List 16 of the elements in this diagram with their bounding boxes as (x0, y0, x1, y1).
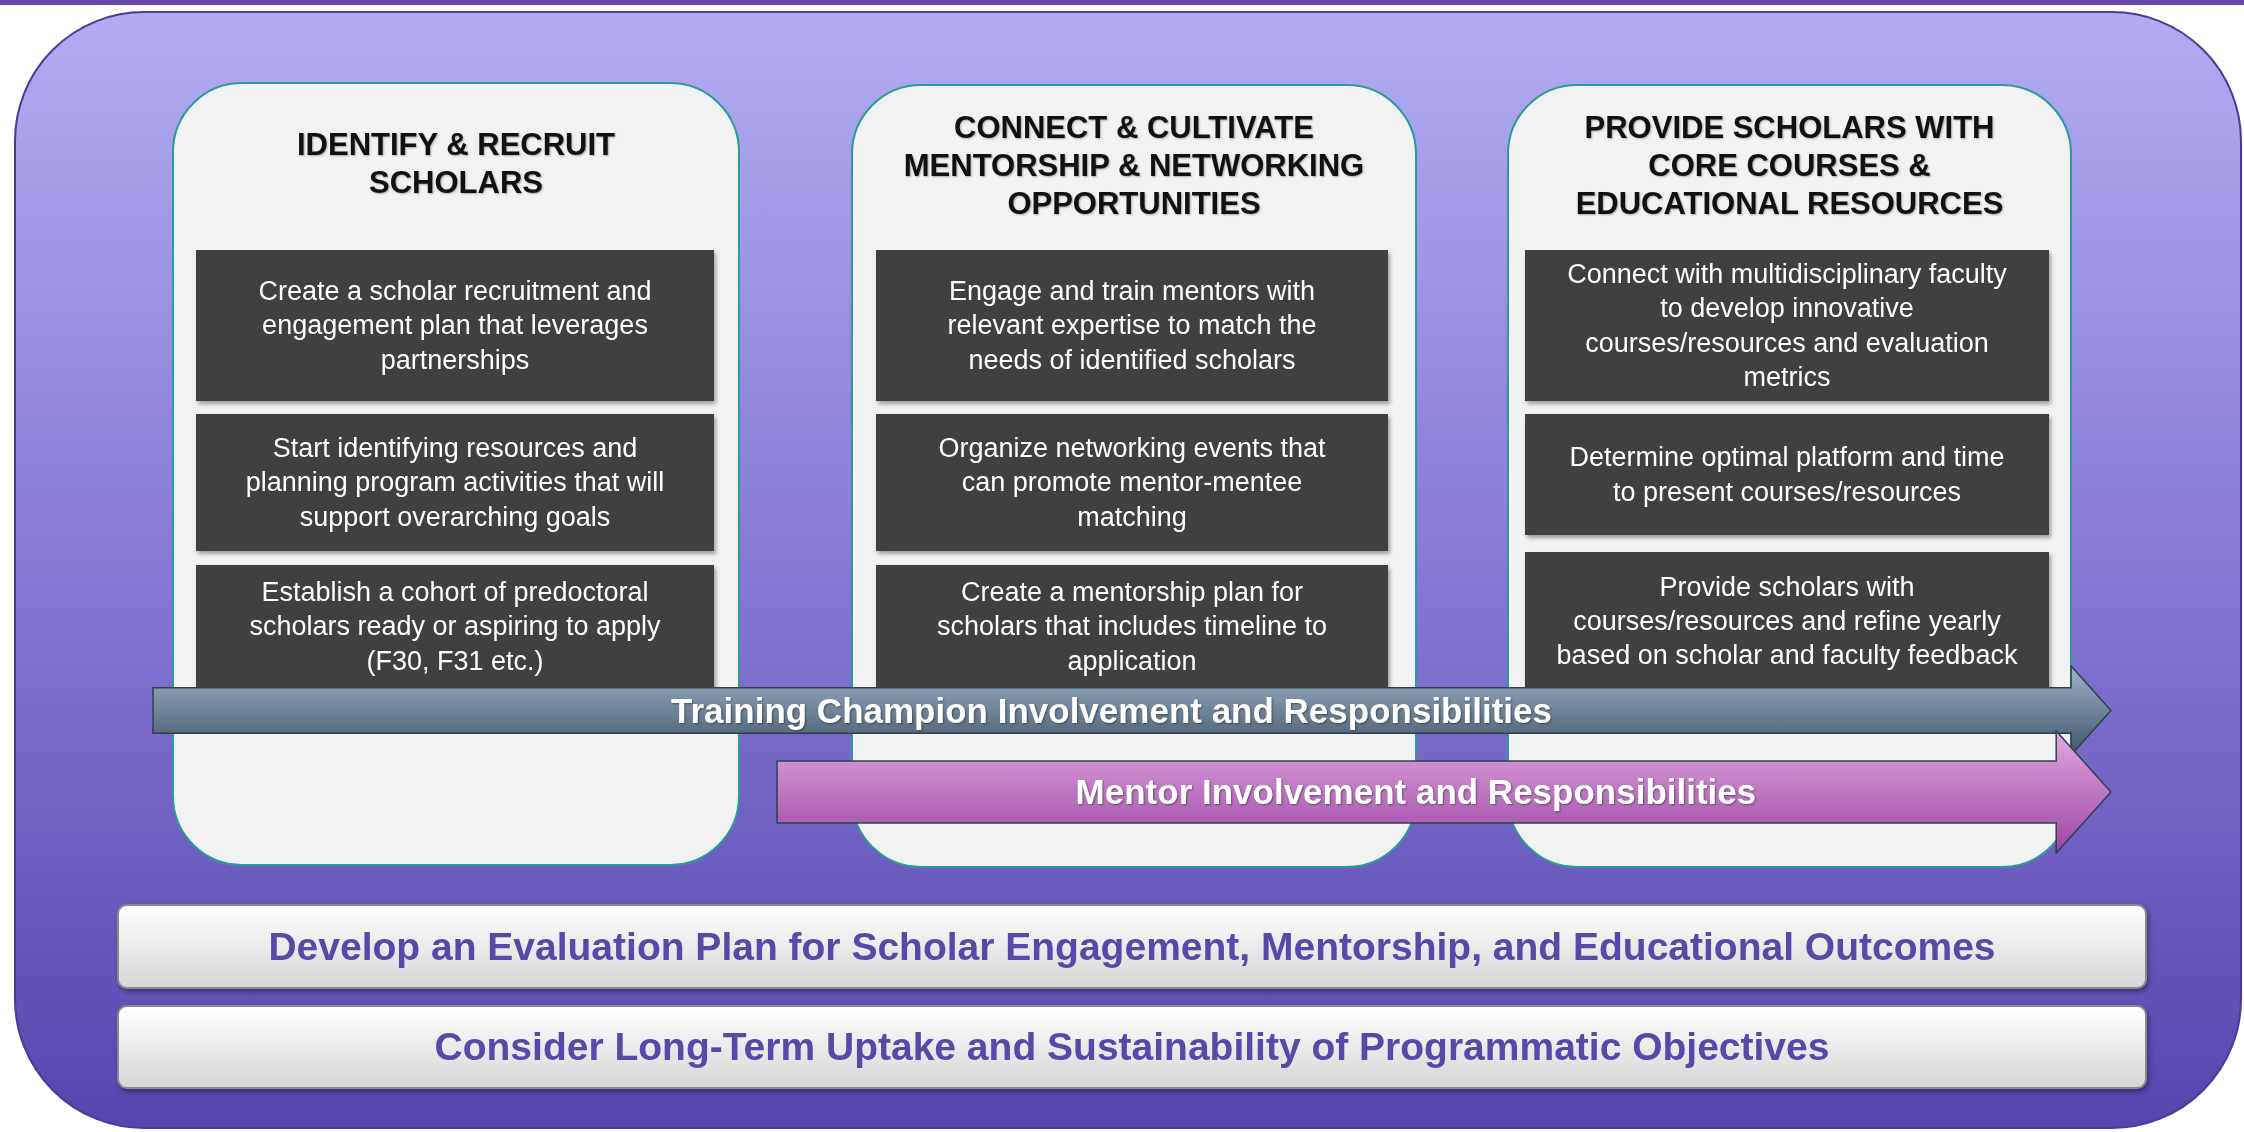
column-heading: IDENTIFY & RECRUIT SCHOLARS (295, 126, 617, 202)
task-box: Provide scholars with courses/resources and refine yearly based on scholar and faculty feedback (1525, 552, 2049, 690)
task-box: Organize networking events that can promote mentor-mentee matching (876, 414, 1388, 551)
task-box: Determine optimal platform and time to present courses/resources (1525, 414, 2049, 535)
arrow-label: Mentor Involvement and Responsibilities (1075, 772, 1757, 812)
goal-bar: Consider Long-Term Uptake and Sustainability of Programmatic Objectives (117, 1005, 2147, 1089)
goal-bar: Develop an Evaluation Plan for Scholar Engagement, Mentorship, and Educational Outcomes (117, 904, 2147, 989)
column-heading: PROVIDE SCHOLARS WITH CORE COURSES & EDUCATIONAL RESOURCES (1574, 109, 2005, 223)
arrow-label: Training Champion Involvement and Responsibilities (671, 690, 1552, 731)
task-box: Create a mentorship plan for scholars that includes timeline to application (876, 565, 1388, 688)
task-box: Connect with multidisciplinary faculty to develop innovative courses/resources and evaluation metrics (1525, 250, 2049, 401)
task-box: Create a scholar recruitment and engagement plan that leverages partnerships (196, 250, 714, 401)
task-box: Establish a cohort of predoctoral scholars ready or aspiring to apply (F30, F31 etc.) (196, 565, 714, 688)
column-heading: CONNECT & CULTIVATE MENTORSHIP & NETWORKING OPPORTUNITIES (902, 109, 1366, 223)
task-box: Engage and train mentors with relevant expertise to match the needs of identified scholars (876, 250, 1388, 401)
task-box: Start identifying resources and planning program activities that will support overarching goals (196, 414, 714, 551)
